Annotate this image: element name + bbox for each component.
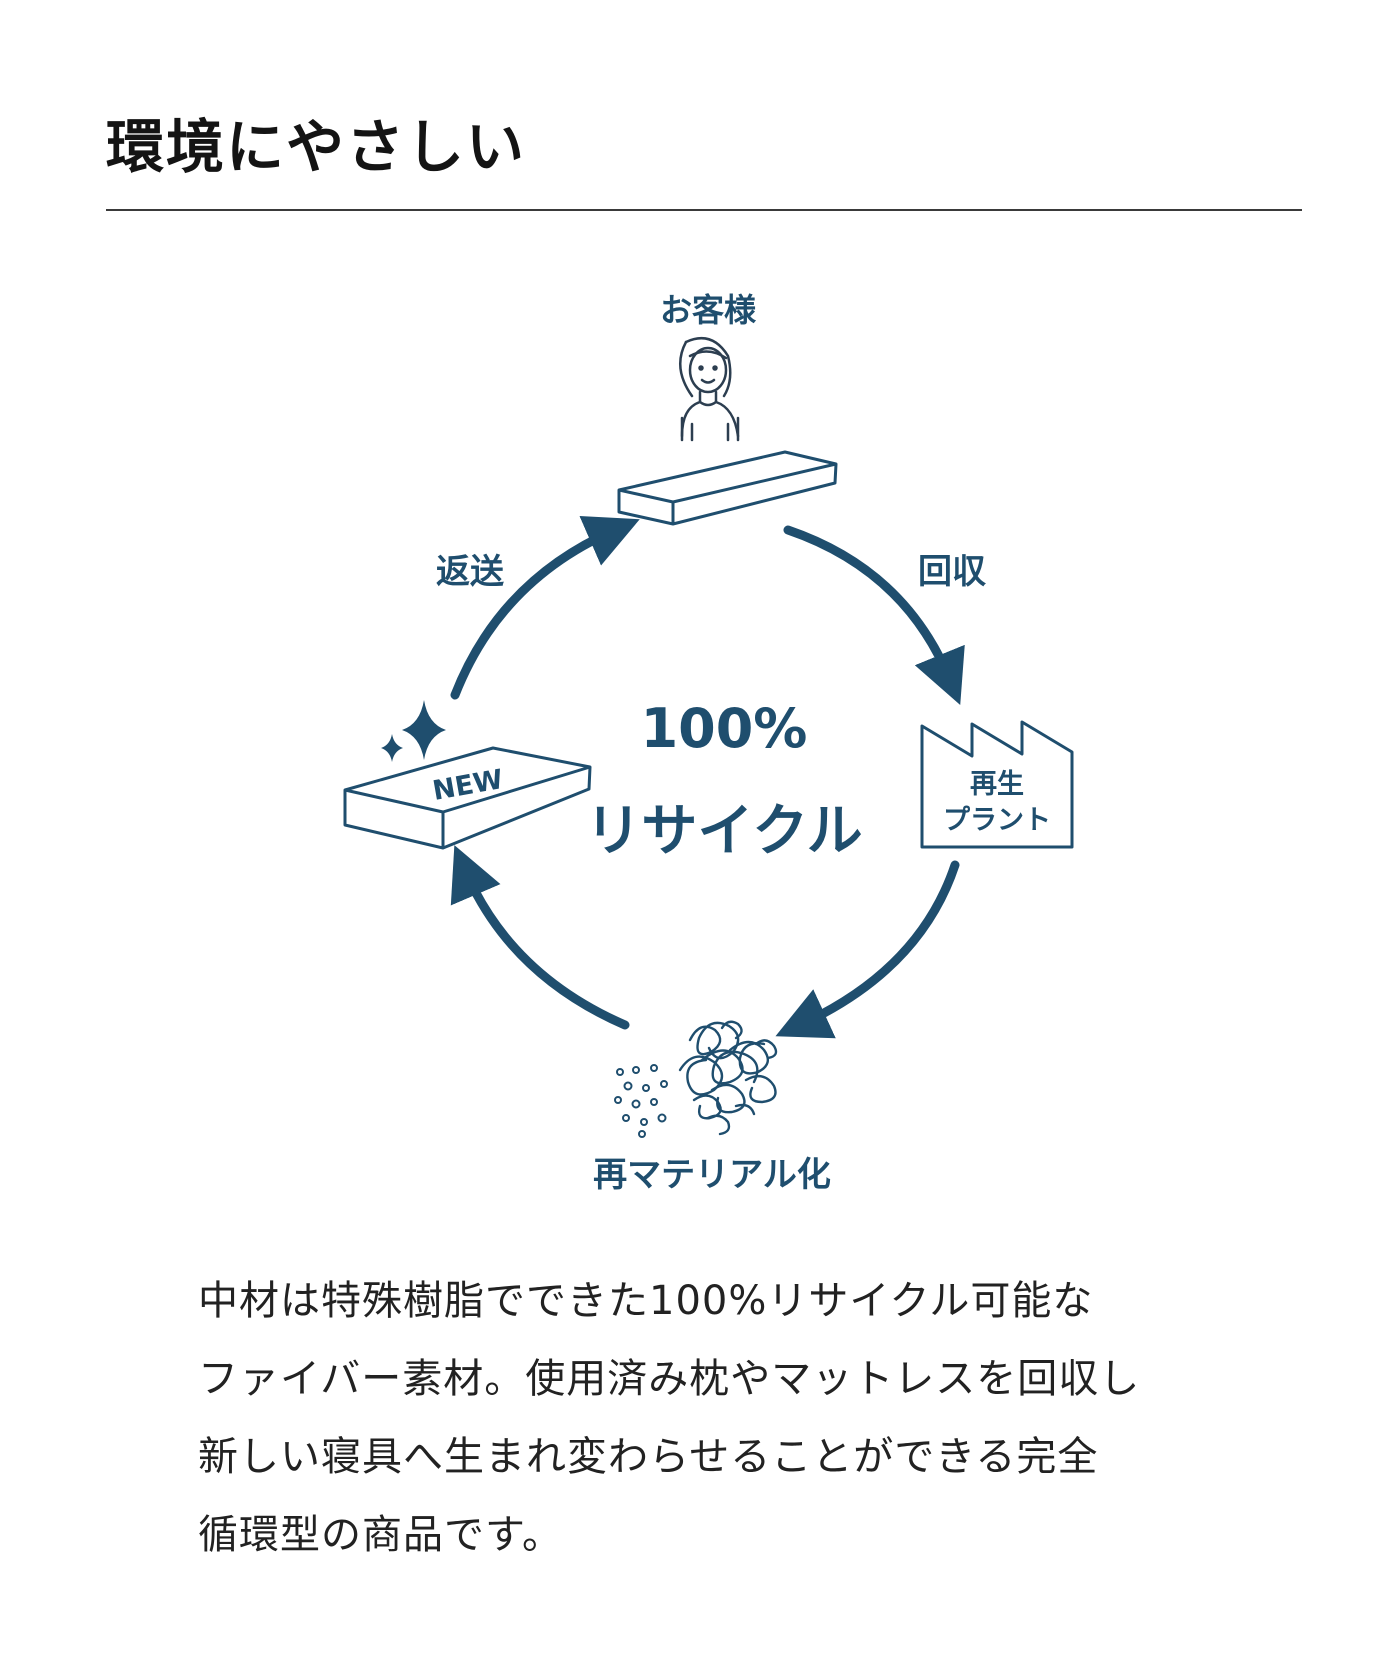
pellets-icon [614, 1064, 668, 1138]
new-mattress-icon [343, 746, 592, 850]
description-line-1: 中材は特殊樹脂でできた100%リサイクル可能な [198, 1278, 1094, 1324]
description: 中材は特殊樹脂でできた100%リサイクル可能な ファイバー素材。使用済み枕やマッ… [198, 1262, 1238, 1574]
fiber-icon [678, 1020, 778, 1136]
customer-label: お客様 [660, 291, 757, 329]
sparkle-icon [381, 700, 446, 762]
rematerial-label: 再マテリアル化 [593, 1155, 831, 1195]
recycling-plant-icon [920, 720, 1074, 849]
arrow-return [450, 516, 640, 700]
description-line-2: ファイバー素材。使用済み枕やマットレスを回収し [198, 1356, 1141, 1402]
description-line-3: 新しい寝具へ生まれ変わらせることができる完全 [198, 1434, 1099, 1480]
description-line-4: 循環型の商品です。 [198, 1512, 563, 1558]
title-divider [106, 209, 1302, 211]
arrow-collect [783, 525, 965, 705]
return-label: 返送 [436, 552, 504, 592]
customer-mattress-icon [617, 450, 838, 526]
center-label: リサイクル [585, 799, 862, 864]
section-title: 環境にやさしい [106, 113, 527, 181]
recycle-cycle-diagram: お客様 回収 再生 プラント 100% リサイクル 返送 [343, 291, 1074, 1195]
center-percentage: 100% [641, 697, 808, 760]
customer-person-icon [679, 337, 740, 442]
plant-label-line1: 再生 [970, 769, 1024, 800]
arrow-rematerialize [775, 860, 960, 1039]
arrow-remanufacture [450, 845, 630, 1030]
plant-label-line2: プラント [943, 805, 1051, 836]
cycle-arrows [450, 516, 965, 1039]
collect-label: 回収 [918, 552, 986, 592]
